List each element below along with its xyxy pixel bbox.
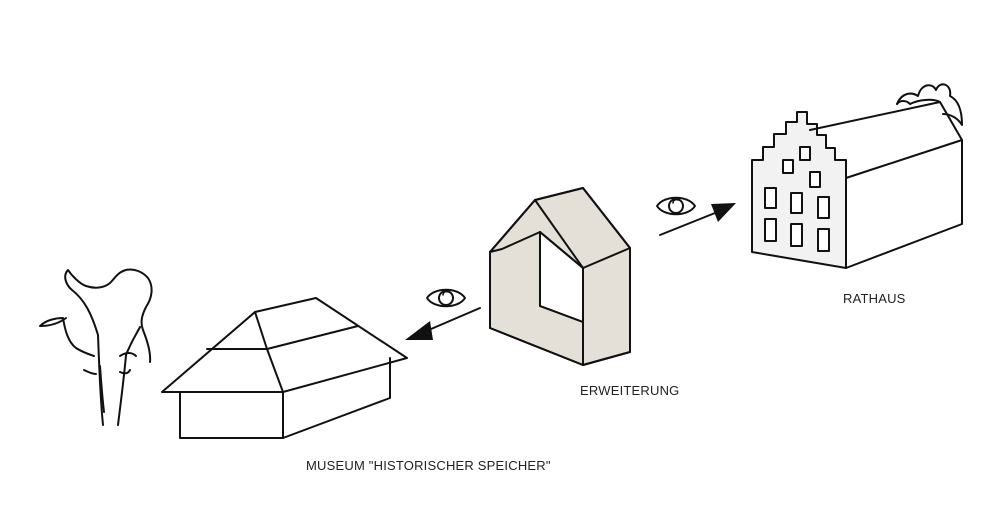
arrow-icon <box>659 210 721 236</box>
label-rathaus: RATHAUS <box>843 291 906 306</box>
eye-icon <box>426 288 466 308</box>
arrow-icon <box>423 307 481 333</box>
town-hall-building <box>751 83 963 269</box>
extension-building <box>489 187 631 366</box>
tree-icon <box>39 268 153 426</box>
label-erweiterung: ERWEITERUNG <box>580 383 680 398</box>
arrowhead <box>405 321 433 340</box>
label-museum: MUSEUM "HISTORISCHER SPEICHER" <box>306 458 551 473</box>
arrowhead <box>711 203 736 222</box>
eye-icon <box>656 196 696 216</box>
museum-building <box>161 297 408 439</box>
